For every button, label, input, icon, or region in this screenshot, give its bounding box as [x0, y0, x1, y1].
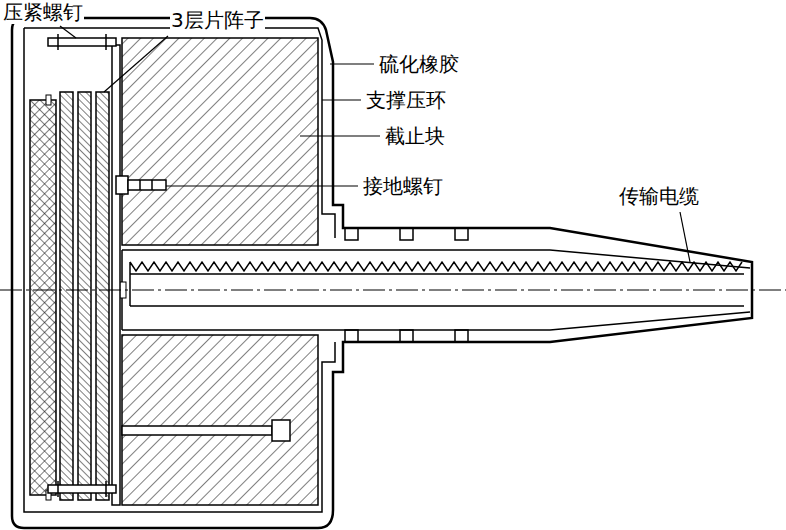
part-label: 截止块 [384, 124, 446, 148]
neck-grooves [345, 228, 468, 342]
transmission-cable [130, 262, 744, 306]
tie-bolt [122, 420, 290, 441]
support-ring [24, 28, 335, 512]
piezo-plate [96, 92, 109, 500]
part-label: 支撑压环 [365, 88, 447, 112]
piezo-plate [78, 92, 91, 500]
part-label: 传输电缆 [618, 184, 700, 208]
stop-block [122, 335, 318, 505]
part-label: 压紧螺钉 [2, 0, 84, 24]
piezo-plate [60, 92, 73, 500]
ground-screw [116, 176, 166, 194]
part-label: 接地螺钉 [362, 174, 444, 198]
press-screw [48, 34, 116, 497]
matching-layer [30, 100, 56, 495]
backing-plate [112, 45, 120, 505]
part-label: 硫化橡胶 [378, 52, 460, 76]
rubber-outline [12, 18, 752, 528]
stop-block [122, 38, 318, 245]
leader-lines [60, 26, 690, 262]
part-label: 3层片阵子 [170, 8, 265, 32]
electrode-tab [46, 95, 51, 105]
center-line [0, 290, 786, 291]
